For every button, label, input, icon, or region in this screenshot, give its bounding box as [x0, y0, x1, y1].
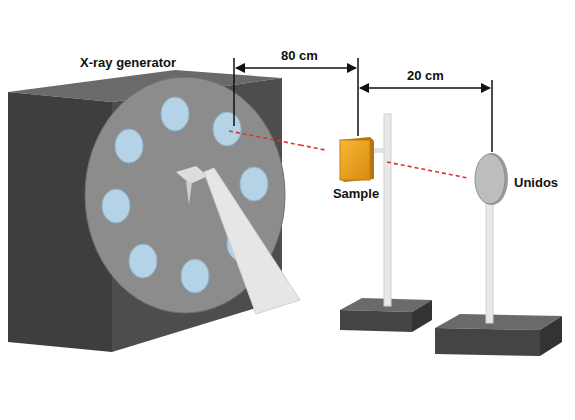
node-label: Sample: [325, 187, 387, 202]
unidos-detector: Unidos: [468, 150, 568, 208]
detector-disc: [468, 150, 514, 208]
detector-stand: [435, 195, 562, 356]
node-label: Unidos: [514, 176, 558, 191]
generator-box: X-ray generator: [8, 52, 300, 352]
node-label: X-ray generator: [80, 56, 176, 71]
dimension-label: 20 cm: [405, 68, 446, 83]
dimension-label: 80 cm: [279, 48, 320, 63]
sample-stand: [340, 114, 432, 332]
sample-plate: [325, 135, 385, 185]
beam-start: [229, 131, 300, 145]
tube-stand: [176, 166, 300, 314]
beam-line: [300, 145, 325, 150]
sample-block: Sample: [325, 135, 387, 215]
beam-line: [387, 162, 468, 178]
